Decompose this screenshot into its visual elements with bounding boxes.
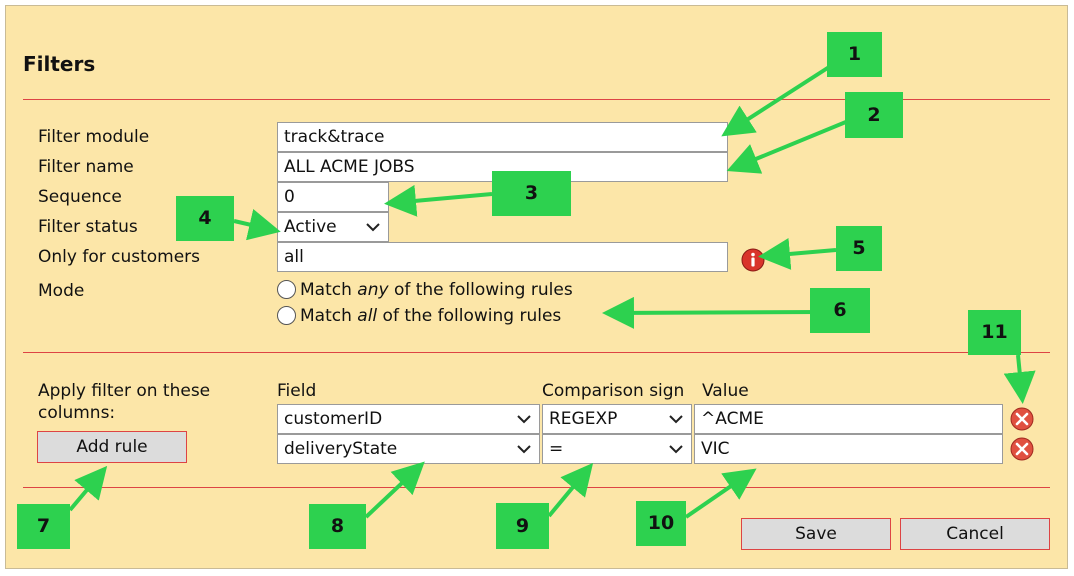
panel-title: Filters [23,52,96,76]
callout-badge-3: 3 [492,171,571,216]
sequence-input[interactable]: 0 [277,182,389,212]
callout-badge-2: 2 [845,92,903,138]
filter-module-input[interactable]: track&trace [277,122,728,152]
callout-badge-7: 7 [17,504,70,549]
remove-rule-icon[interactable] [1010,437,1034,461]
rule-field-select[interactable]: customerID [277,404,540,434]
rule-comparison-select[interactable]: REGEXP [542,404,692,434]
mode-label: Mode [38,281,85,301]
filter-status-label: Filter status [38,217,138,237]
value-column-header: Value [702,381,749,401]
rule-comparison-value: = [549,439,564,459]
only-customers-input[interactable]: all [277,242,728,272]
mode-any-label: Match any of the following rules [300,280,573,300]
divider [23,487,1050,488]
callout-badge-9: 9 [496,503,549,549]
filter-status-select[interactable]: Active [277,212,389,242]
filter-name-label: Filter name [38,157,134,177]
filter-module-label: Filter module [38,127,150,147]
chevron-down-icon [517,415,531,424]
rule-value-input[interactable]: VIC [694,434,1003,464]
chevron-down-icon [517,445,531,454]
info-icon[interactable] [741,248,765,272]
rule-comparison-select[interactable]: = [542,434,692,464]
divider [23,352,1050,353]
divider [23,99,1050,100]
mode-all-label: Match all of the following rules [300,306,562,326]
rule-field-select[interactable]: deliveryState [277,434,540,464]
mode-all-radio[interactable] [277,306,296,325]
cancel-button[interactable]: Cancel [900,518,1050,550]
callout-badge-8: 8 [309,504,366,549]
add-rule-button[interactable]: Add rule [37,431,187,463]
callout-badge-1: 1 [827,32,882,77]
rule-comparison-value: REGEXP [549,409,618,429]
sequence-label: Sequence [38,187,122,207]
callout-badge-4: 4 [176,196,234,241]
only-customers-label: Only for customers [38,247,201,267]
filter-status-value: Active [284,217,337,237]
mode-any-radio[interactable] [277,280,296,299]
callout-badge-6: 6 [810,288,870,333]
rule-value-input[interactable]: ^ACME [694,404,1003,434]
callout-badge-10: 10 [636,501,686,546]
chevron-down-icon [669,445,683,454]
rule-field-value: customerID [284,409,383,429]
remove-rule-icon[interactable] [1010,407,1034,431]
callout-badge-11: 11 [968,310,1021,355]
field-column-header: Field [277,381,317,401]
rule-field-value: deliveryState [284,439,398,459]
chevron-down-icon [366,223,380,232]
chevron-down-icon [669,415,683,424]
callout-badge-5: 5 [836,226,882,271]
save-button[interactable]: Save [741,518,891,550]
apply-filter-label: Apply filter on these columns: [38,381,211,423]
comparison-column-header: Comparison sign [542,381,685,401]
